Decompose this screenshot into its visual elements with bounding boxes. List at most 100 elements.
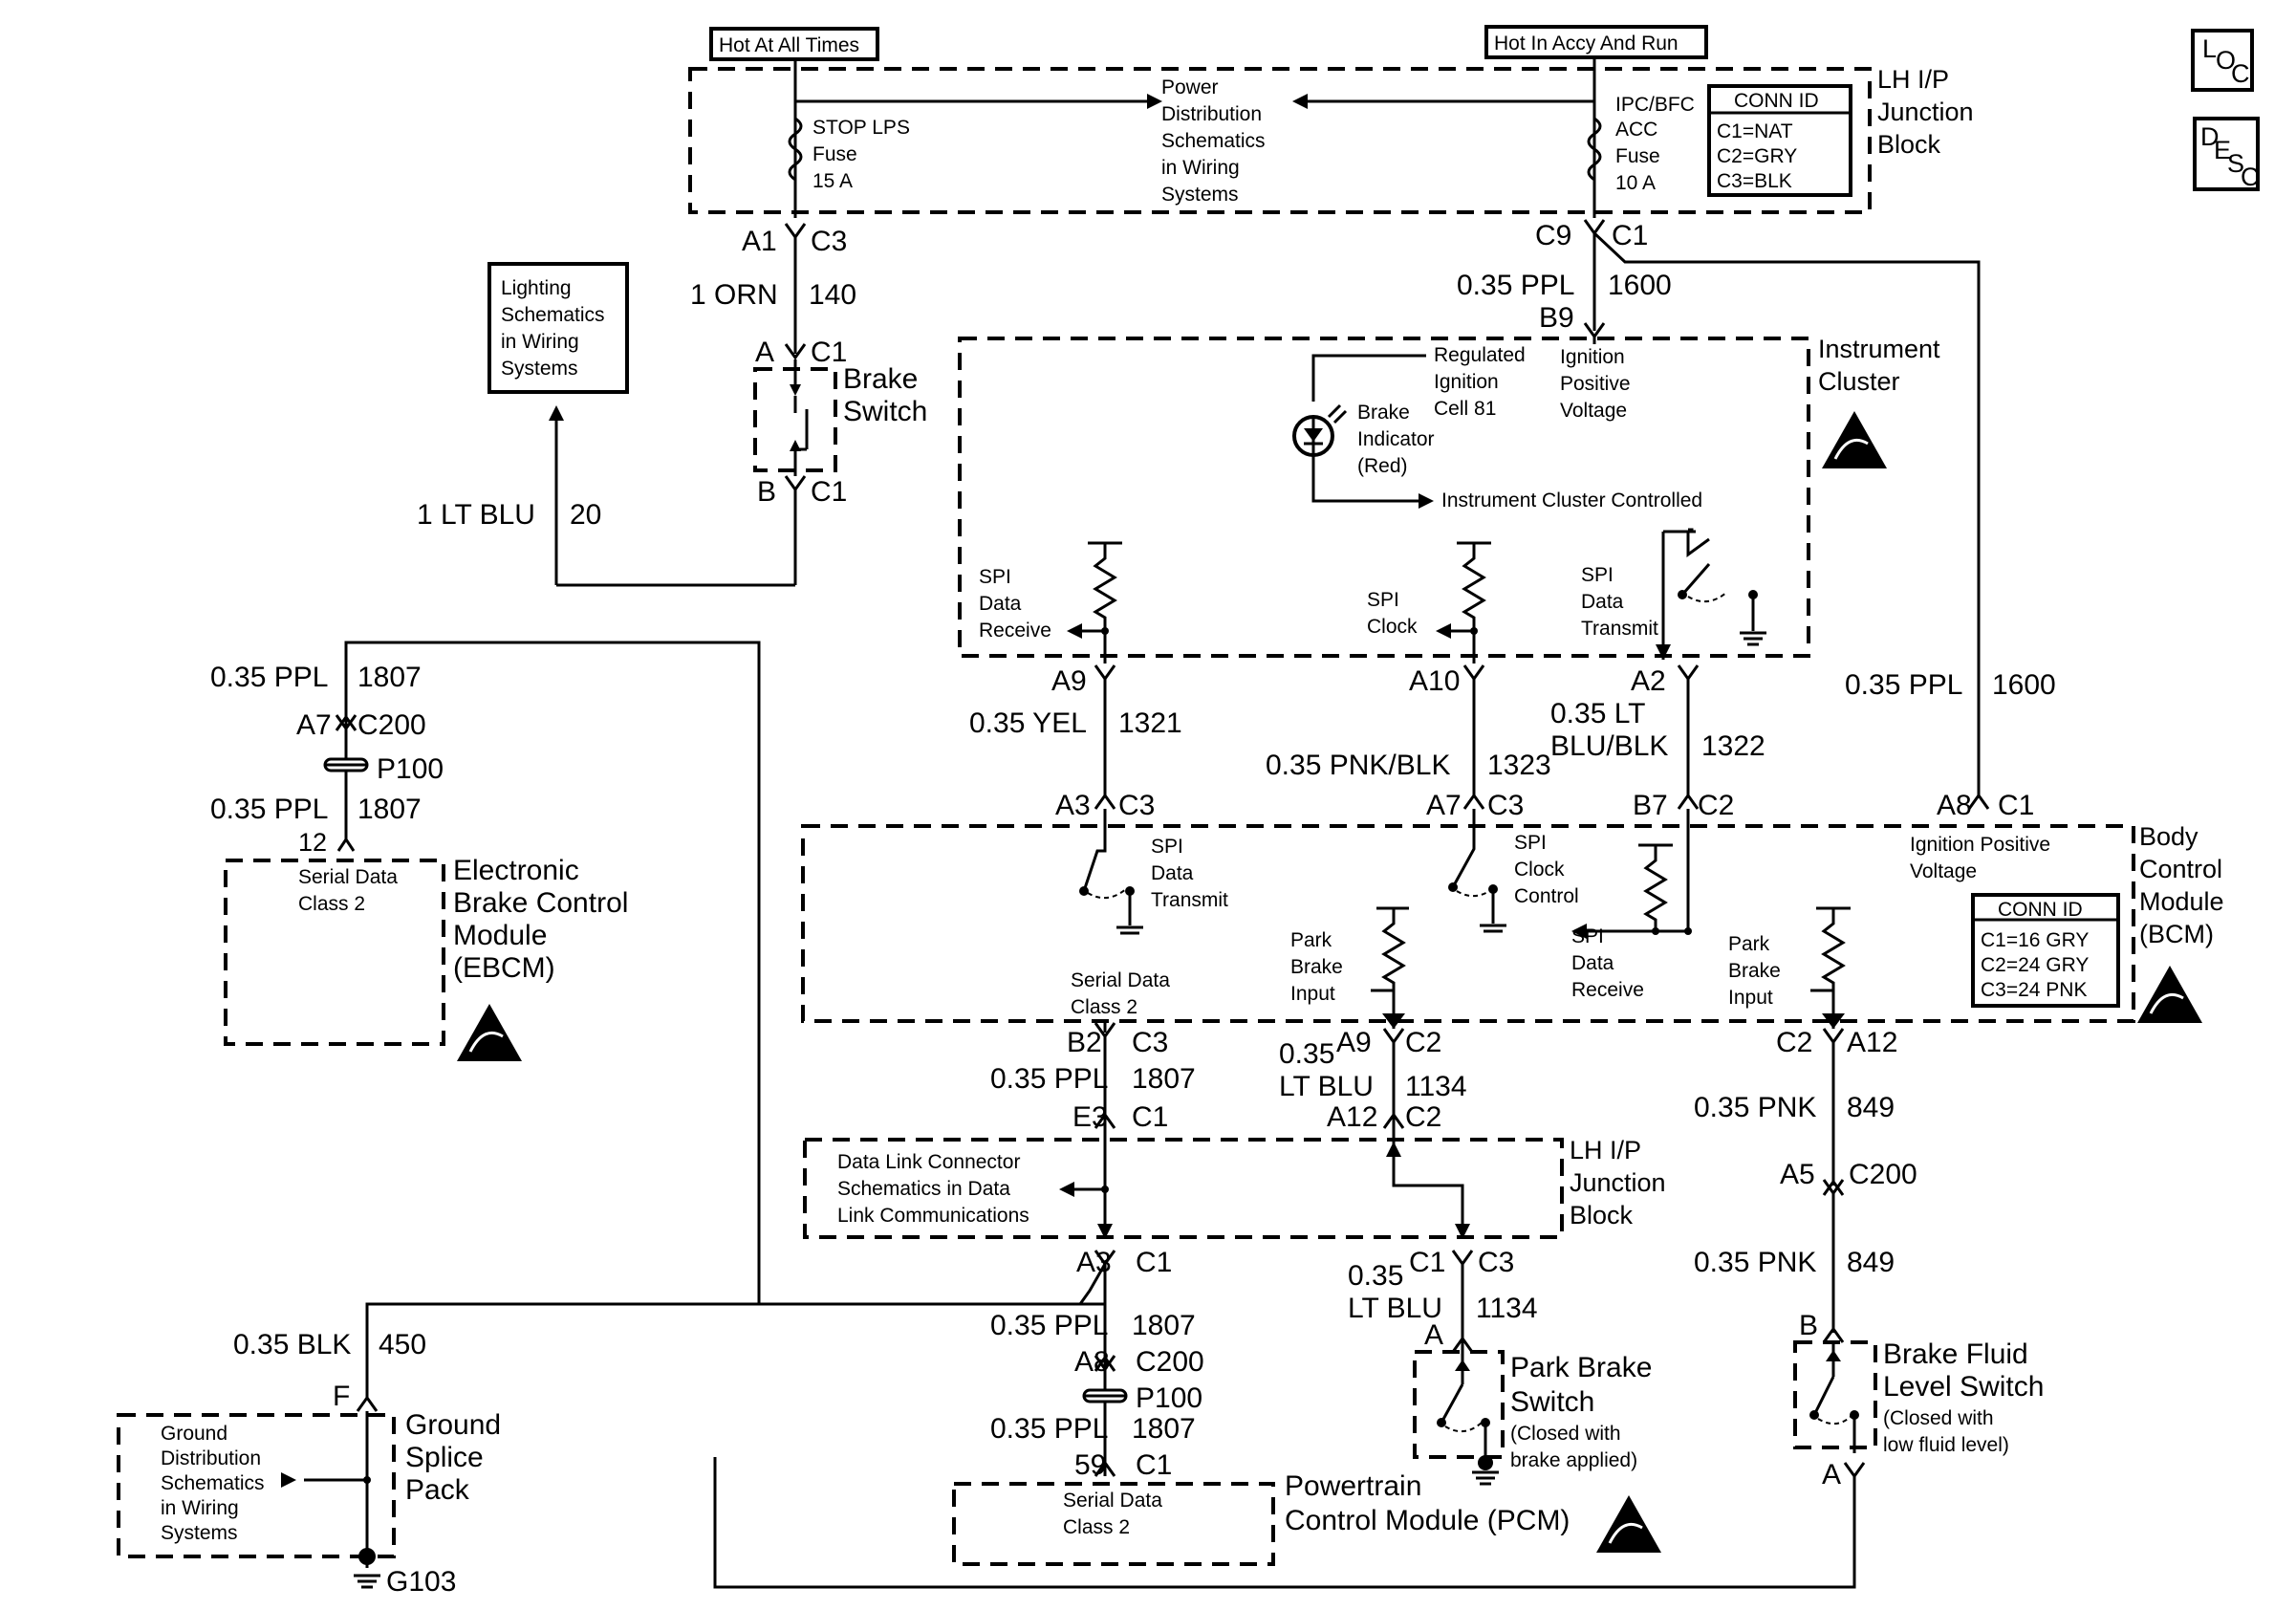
svg-text:Brake: Brake [1357,402,1410,424]
svg-text:C9: C9 [1535,220,1571,251]
svg-text:Class 2: Class 2 [1063,1516,1130,1538]
connector-a10: A10 [1409,664,1485,697]
wire-ppl-1807-pcm-a: 0.35 PPL 1807 [990,1310,1196,1341]
ipc-bfc-fuse: IPC/BFC ACC Fuse 10 A [1587,94,1695,194]
svg-text:Clock: Clock [1514,859,1565,881]
brake-fluid-level-switch: Brake Fluid Level Switch (Closed with lo… [1793,1338,2044,1456]
svg-text:0.35 PPL: 0.35 PPL [210,662,328,693]
svg-text:849: 849 [1847,1247,1895,1278]
svg-text:Level Switch: Level Switch [1883,1371,2044,1403]
connector-b7-c2-bcm: B7 C2 [1633,790,1734,821]
svg-text:0.35 PNK: 0.35 PNK [1694,1247,1816,1278]
svg-text:Data: Data [1581,591,1624,613]
svg-text:A2: A2 [1631,665,1666,697]
wire-pnkblk-1323: 0.35 PNK/BLK 1323 [1266,750,1551,781]
top-conn-id-table: CONN ID C1=NAT C2=GRY C3=BLK [1707,84,1852,197]
ground-g103: G103 [386,1566,456,1598]
svg-text:Control: Control [1514,885,1579,907]
loc-icon[interactable]: L O C [2191,29,2254,92]
ic-spi-clock: SPI Clock [1367,541,1491,664]
svg-text:Transmit: Transmit [1581,618,1658,640]
svg-text:20: 20 [570,499,601,531]
svg-text:B9: B9 [1539,302,1574,334]
svg-text:C3: C3 [1118,790,1155,821]
svg-text:Ignition Positive: Ignition Positive [1910,834,2050,856]
svg-text:Power: Power [1161,76,1219,98]
wire-1orn-140: 1 ORN 140 [690,279,856,311]
wire-ltblu-1134-b: 0.35 LT BLU 1134 [1348,1260,1538,1324]
svg-text:O: O [2216,46,2236,75]
svg-text:Voltage: Voltage [1560,400,1627,422]
svg-text:A5: A5 [1780,1159,1815,1190]
wire-ppl-1807-ebcm: 0.35 PPL 1807 [210,794,422,825]
svg-text:A8: A8 [1074,1346,1110,1378]
top-junction-block: LH I/P Junction Block [688,65,1974,214]
svg-text:C200: C200 [357,709,426,741]
connector-a5-c200: A5 C200 [1780,1159,1917,1196]
bcm-ignition-voltage: Ignition Positive Voltage [1910,834,2050,882]
svg-text:SPI: SPI [1367,589,1399,611]
svg-text:E: E [2214,136,2231,164]
svg-text:Junction: Junction [1570,1168,1666,1197]
svg-text:Data: Data [979,593,1022,615]
svg-text:0.35 PPL: 0.35 PPL [990,1310,1108,1341]
svg-text:(Closed with: (Closed with [1883,1407,1994,1429]
svg-text:A: A [755,337,774,368]
desc-icon[interactable]: D E S C [2193,117,2260,191]
bcm-park-brake-input-2: Park Brake Input [1728,906,1851,1029]
svg-text:849: 849 [1847,1092,1895,1123]
wire-yel-1321: 0.35 YEL 1321 [969,707,1182,739]
svg-text:Systems: Systems [501,358,578,380]
svg-text:0.35 PPL: 0.35 PPL [990,1413,1108,1445]
svg-text:D: D [2200,122,2220,151]
connector-a8-c1-bcm: A8 C1 [1937,790,2034,821]
p100-ebcm: P100 [323,753,444,785]
bcm-park-brake-input-1: Park Brake Input [1290,906,1409,1029]
svg-text:Input: Input [1728,987,1773,1009]
svg-text:C: C [2241,163,2260,191]
svg-text:12: 12 [298,828,327,857]
pcm: Serial Data Class 2 Powertrain Control M… [952,1470,1570,1566]
lighting-schematics-ref[interactable]: Lighting Schematics in Wiring Systems [487,262,629,394]
connector-c1-c3-pbs: C1 C3 [1409,1247,1514,1278]
svg-text:0.35: 0.35 [1348,1260,1403,1292]
svg-text:1807: 1807 [1132,1063,1196,1095]
svg-text:Body: Body [2139,822,2199,851]
svg-text:Park: Park [1290,929,1332,951]
svg-text:CONN ID: CONN ID [1998,899,2083,921]
svg-text:A7: A7 [296,709,332,741]
svg-text:Receive: Receive [979,620,1051,642]
svg-text:C2=24 GRY: C2=24 GRY [1981,954,2089,976]
svg-text:A3: A3 [1055,790,1091,821]
svg-text:Park Brake: Park Brake [1510,1352,1652,1383]
connector-b-c1-brake-switch: B C1 [757,475,847,508]
svg-text:0.35 PNK/BLK: 0.35 PNK/BLK [1266,750,1450,781]
stop-lps-fuse: STOP LPS Fuse 15 A [788,117,910,192]
svg-text:Schematics: Schematics [1161,130,1266,152]
svg-text:(BCM): (BCM) [2139,920,2214,948]
svg-text:1323: 1323 [1487,750,1551,781]
svg-text:Receive: Receive [1571,979,1644,1001]
svg-text:15 A: 15 A [812,170,853,192]
svg-text:Ignition: Ignition [1560,346,1625,368]
svg-text:1 ORN: 1 ORN [690,279,778,311]
svg-text:1807: 1807 [1132,1413,1196,1445]
svg-text:Module: Module [453,920,547,951]
svg-text:1807: 1807 [357,794,422,825]
bcm-spi-data-transmit: SPI Data Transmit [1079,809,1228,935]
connector-b-bfl: B [1799,1310,1845,1343]
connector-a7-c3-bcm: A7 C3 [1426,790,1524,821]
svg-text:P100: P100 [377,753,444,785]
svg-text:A12: A12 [1327,1101,1377,1133]
svg-text:Clock: Clock [1367,616,1418,638]
connector-12-ebcm: 12 [298,828,356,857]
svg-text:Electronic: Electronic [453,855,579,886]
svg-text:Schematics: Schematics [501,304,605,326]
connector-a3-c1-jb: A3 C1 [1076,1247,1172,1278]
svg-text:Ground: Ground [405,1409,501,1441]
svg-text:0.35 PNK: 0.35 PNK [1694,1092,1816,1123]
svg-text:Hot In Accy And Run: Hot In Accy And Run [1494,33,1679,54]
p100-pcm: P100 [1082,1382,1202,1414]
ic-regulated-ignition: Regulated Ignition Cell 81 [1434,344,1526,420]
svg-text:A8: A8 [1937,790,1972,821]
